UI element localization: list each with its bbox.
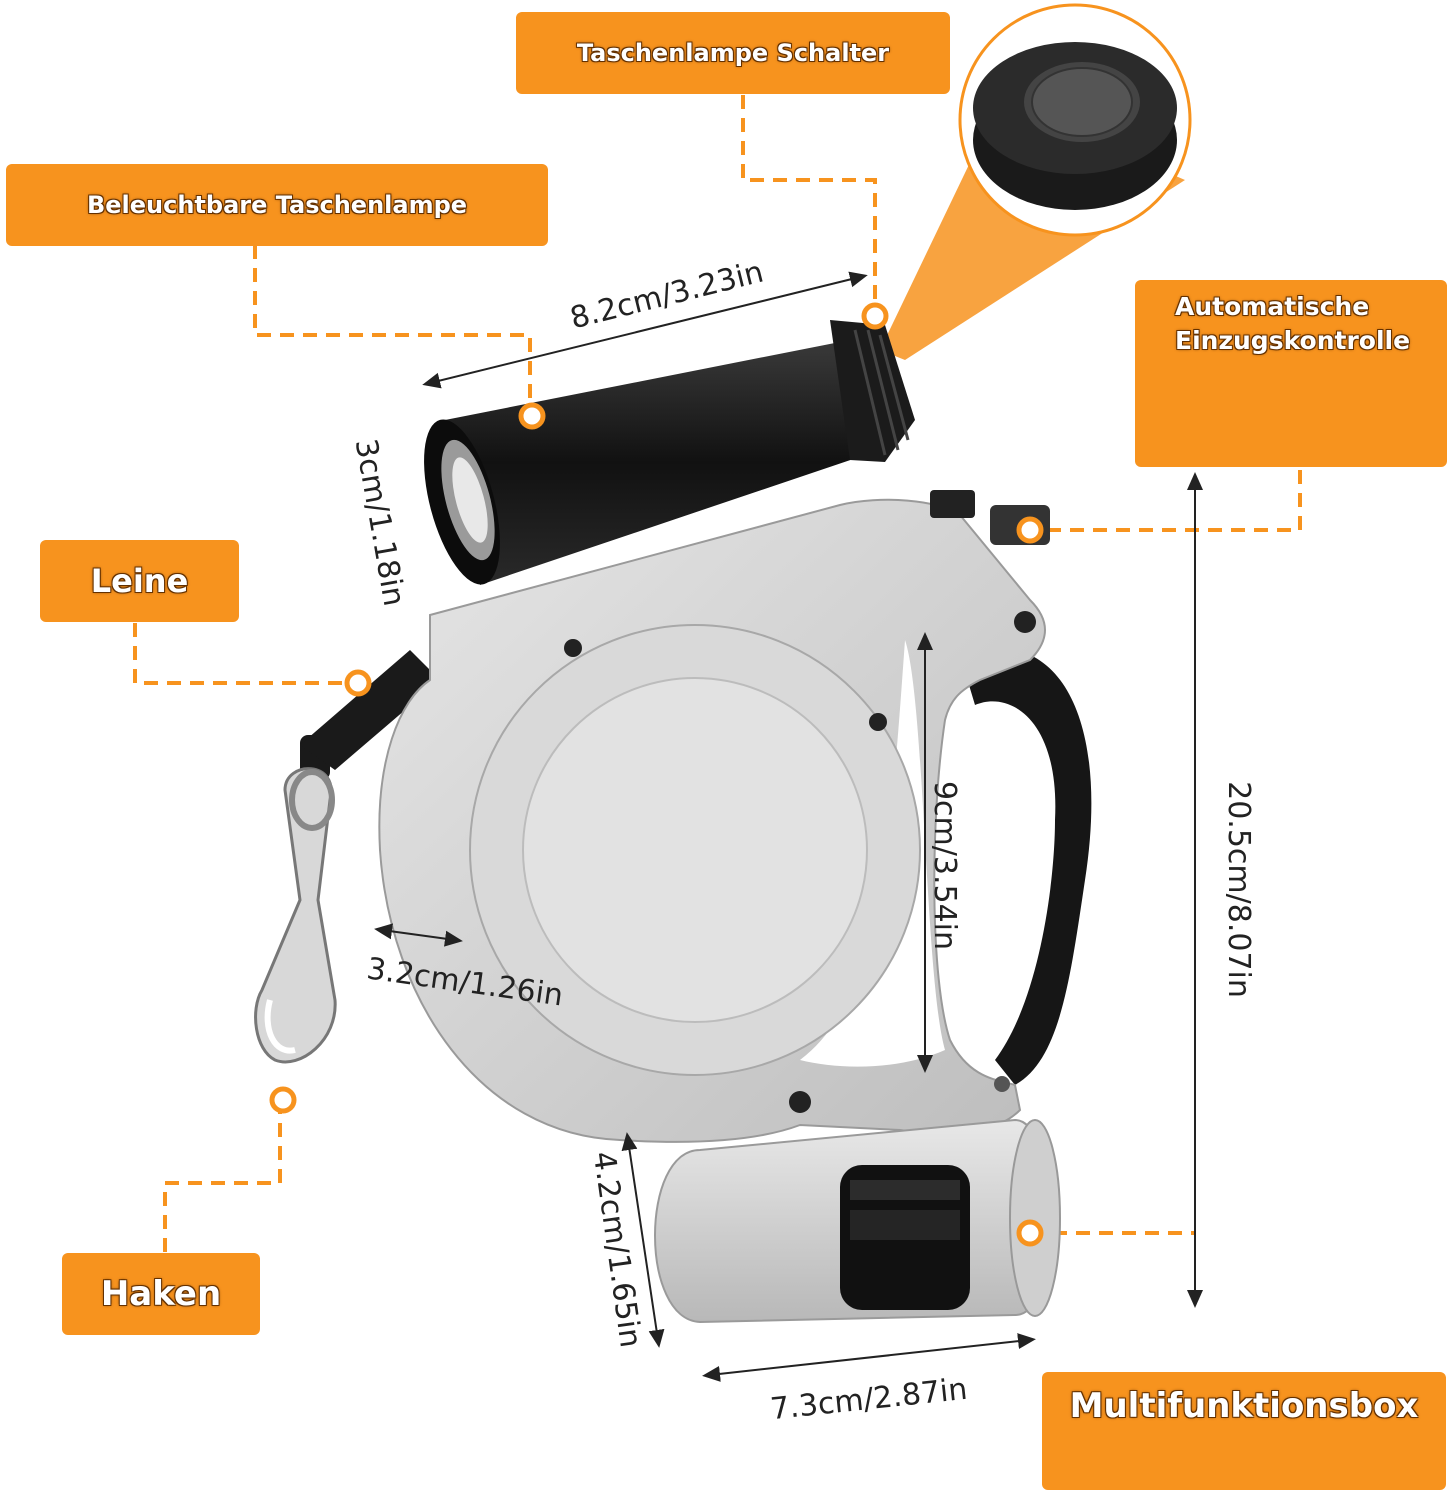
dimension-arrows <box>374 271 1203 1382</box>
handle-grip <box>960 648 1092 1085</box>
callout-leash: Leine <box>40 540 239 622</box>
dim-handle-opening: 9cm/3.54in <box>927 780 963 951</box>
multifunction-box-graphic <box>654 1118 1061 1324</box>
hook-graphic <box>254 735 337 1064</box>
switch-zoom-circle <box>958 3 1192 237</box>
flashlight-graphic <box>424 320 915 585</box>
callout-flashlight-switch: Taschenlampe Schalter <box>516 12 950 94</box>
callout-auto-retract: Automatische Einzugskontrolle <box>1135 280 1447 467</box>
callout-flashlight: Beleuchtbare Taschenlampe <box>6 164 548 246</box>
callout-multifunction-box: Multifunktionsbox <box>1042 1372 1446 1490</box>
dim-total-height: 20.5cm/8.07in <box>1220 781 1256 998</box>
leash-strap <box>300 650 440 770</box>
callout-hook: Haken <box>62 1253 260 1335</box>
